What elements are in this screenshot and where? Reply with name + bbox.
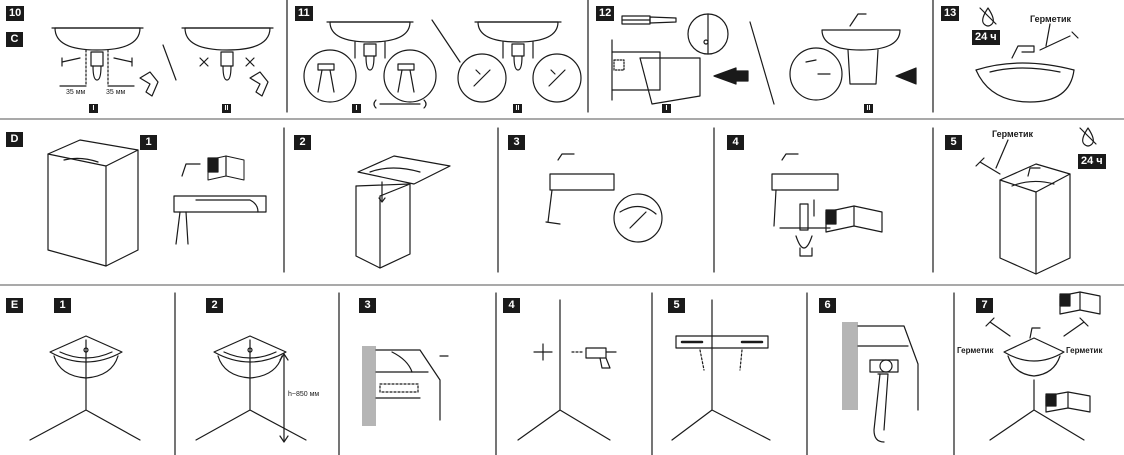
step-13-label: 13 [941,6,960,21]
step-e-corners [30,300,1084,440]
step-e7-label: 7 [976,298,993,313]
step-e5-drawing [676,336,768,370]
section-c-label: C [6,32,23,47]
step-e7-drawing [986,292,1100,412]
step-e6-label: 6 [819,298,836,313]
step-e2-label: 2 [206,298,223,313]
section-d-label: D [6,132,23,147]
sealant-label-d: Герметик [992,129,1034,139]
cure-time-badge-d: 24 ч [1078,154,1106,169]
step-e5-label: 5 [668,298,685,313]
step-e2-drawing [214,336,288,442]
step-12-variant-i: I [662,104,671,113]
step-d2-drawing [356,156,450,268]
step-11-drawing [304,20,581,108]
dimension-left: 35 мм [66,89,86,96]
step-d1-label: 1 [140,135,157,150]
step-d3-drawing [546,154,662,242]
step-10-drawing [52,28,273,96]
step-e4-drawing [534,344,616,368]
dimension-right: 35 мм [106,89,126,96]
step-12-drawing [612,14,916,104]
step-d5-drawing [976,128,1096,274]
step-13-drawing [976,8,1078,102]
step-10-variant-i: I [89,104,98,113]
step-e1-label: 1 [54,298,71,313]
step-11-variant-i: I [352,104,361,113]
sealant-label-c: Герметик [1030,14,1072,24]
step-e3-drawing [362,346,448,426]
step-d4-label: 4 [727,135,744,150]
step-e4-label: 4 [503,298,520,313]
step-d5-label: 5 [945,135,962,150]
step-e3-label: 3 [359,298,376,313]
step-d-cabinet [48,140,138,266]
cure-time-badge-c: 24 ч [972,30,1000,45]
step-e6-drawing [842,322,918,442]
step-d1-drawing [174,156,266,244]
step-d3-label: 3 [508,135,525,150]
sealant-label-e-left: Герметик [957,346,994,355]
step-10-variant-ii: II [222,104,231,113]
step-e1-drawing [50,336,122,378]
step-10-label: 10 [6,6,25,21]
section-e-label: E [6,298,23,313]
step-12-label: 12 [596,6,615,21]
step-d2-label: 2 [294,135,311,150]
sealant-label-e-right: Герметик [1066,346,1103,355]
step-11-label: 11 [295,6,313,21]
step-11-variant-ii: II [513,104,522,113]
height-label: h~850 мм [288,391,320,398]
step-12-variant-ii: II [864,104,873,113]
step-d4-drawing [772,154,882,256]
